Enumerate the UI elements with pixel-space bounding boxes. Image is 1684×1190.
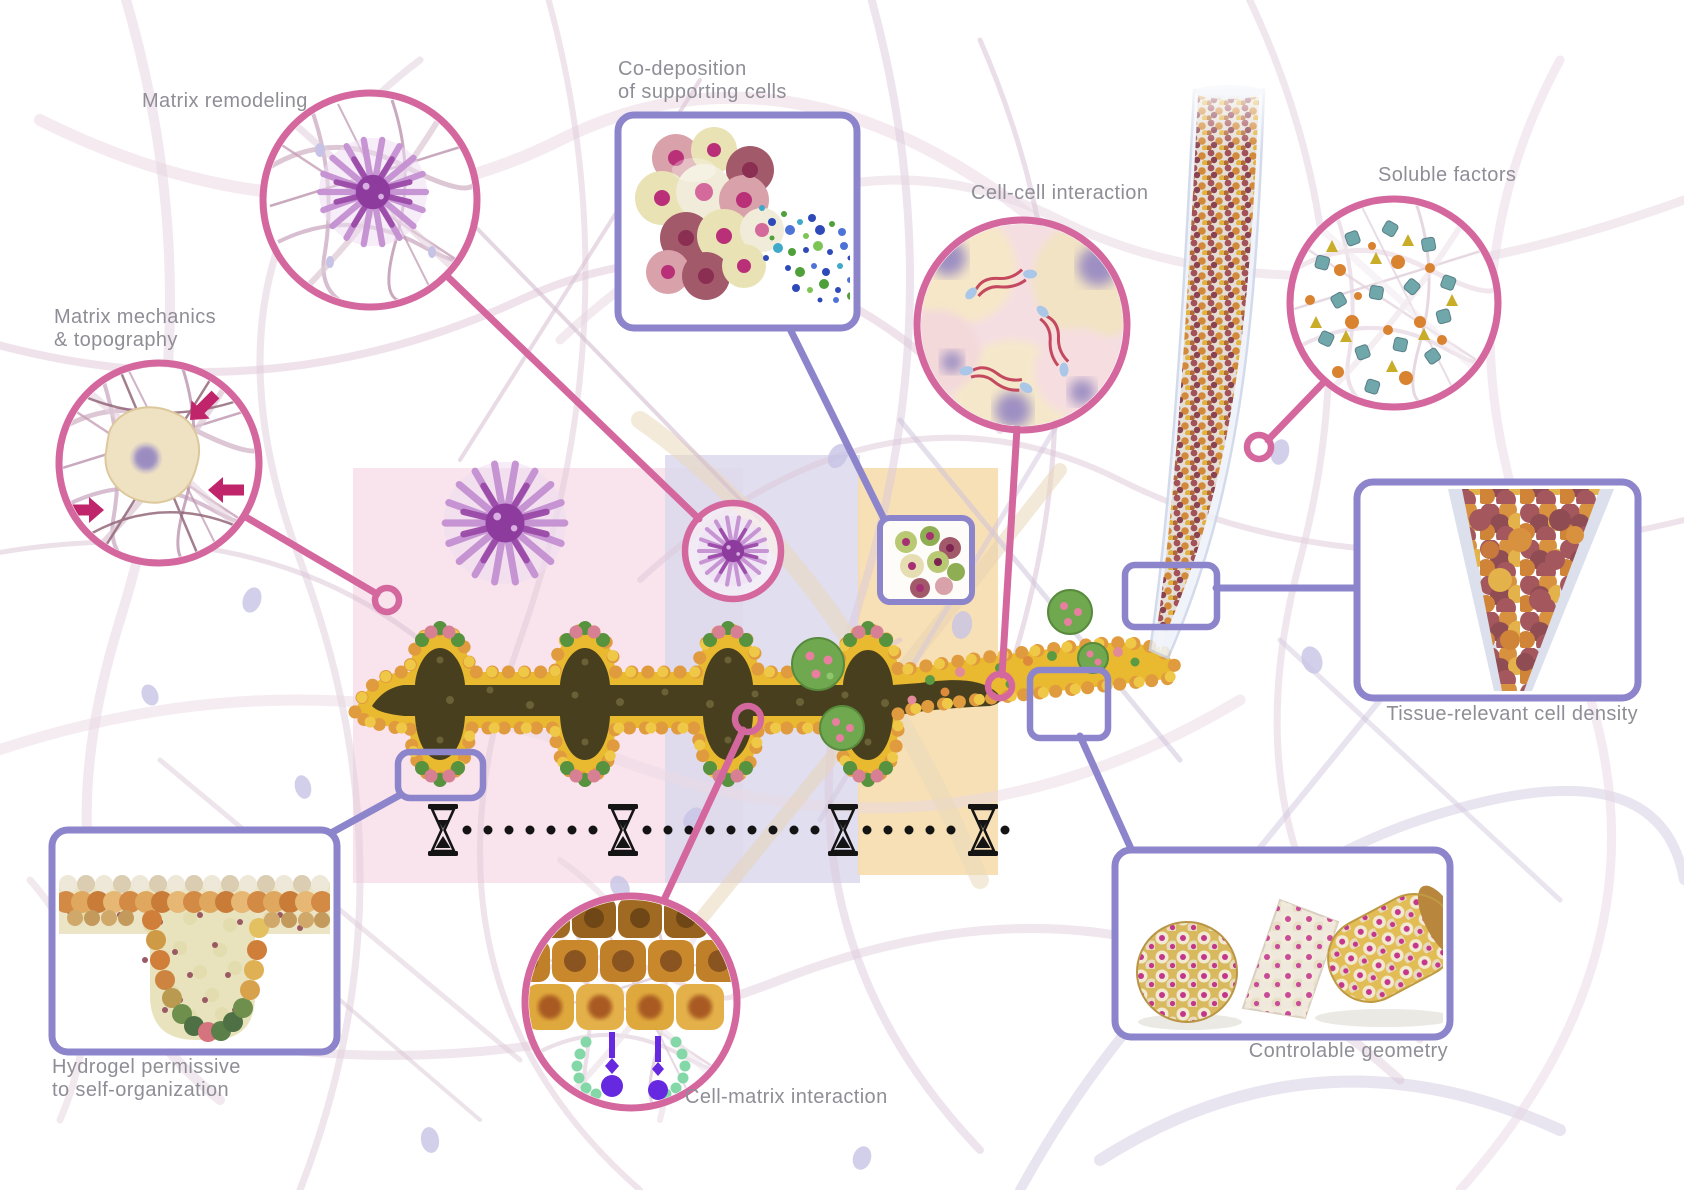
tissue-density-label: Tissue-relevant cell density [1386, 703, 1638, 725]
cell-cylinder [1327, 885, 1443, 1003]
hydrogel-panel [48, 826, 341, 1056]
leader-anchor-rings [371, 431, 1275, 736]
matrix-mechanics-label: Matrix mechanics & topography [54, 306, 216, 352]
cell-matrix-anchor-ring [731, 702, 765, 736]
controlable-geometry-connector [1076, 732, 1136, 855]
crypt-wall-cells [67, 910, 330, 1042]
controlable-geometry-panel [1111, 846, 1454, 1041]
cell-cell-anchor-ring [984, 670, 1016, 702]
cone-cells [1469, 509, 1584, 671]
stromal-spiky-cell-large [444, 462, 566, 584]
scene-highlight-boxes [394, 561, 1221, 802]
cell-cell-label: Cell-cell interaction [971, 182, 1149, 204]
controlable-geometry-label: Controlable geometry [1248, 1040, 1448, 1062]
secreted-factor-dots [759, 205, 850, 303]
cell-matrix-leader-line [660, 726, 747, 904]
co-deposition-anchor-box [877, 515, 975, 605]
cell-sphere [1136, 921, 1238, 1023]
soluble-factors-inset [1286, 195, 1502, 411]
hydrogel-label: Hydrogel permissive to self-organization [52, 1056, 241, 1102]
cell-cell-leader-line [998, 424, 1021, 679]
leader-lines-pink [240, 274, 1326, 904]
villus-strand-highlight-box [1026, 666, 1112, 742]
soluble-molecules [1305, 220, 1458, 395]
co-deposition-connector [787, 327, 888, 523]
adhesion-receptors [571, 1032, 691, 1100]
soluble-factors-label: Soluble factors [1378, 164, 1517, 186]
top-cell-row [59, 875, 330, 913]
cell-cell-inset [913, 216, 1131, 434]
co-deposition-label: Co-deposition of supporting cells [618, 58, 787, 104]
soluble-factors-anchor-ring [1243, 431, 1275, 463]
matrix-remodeling-leader-line [445, 274, 703, 523]
villus-speckles [907, 647, 1140, 705]
cell-cluster [635, 127, 784, 300]
soluble-factors-leader-line [1264, 380, 1326, 444]
timeline [426, 802, 1010, 858]
matrix-mechanics-anchor-ring [371, 584, 403, 616]
hydrogel-connector [327, 791, 404, 837]
matrix-remodeling-anchor-circle [681, 499, 785, 603]
matrix-remodeling-inset [259, 89, 481, 311]
cell-junctions [959, 268, 1070, 394]
cell-sheet [1241, 898, 1340, 1020]
connector-lines-purple [327, 327, 1362, 855]
co-deposition-panel [614, 111, 861, 332]
rosette-cell-clusters [791, 589, 1109, 751]
pipette-cone [1148, 85, 1266, 660]
timeline-dots [462, 825, 1010, 835]
cell-matrix-label: Cell-matrix interaction [685, 1086, 888, 1108]
crypt-highlight-box [394, 748, 487, 802]
matrix-mechanics-inset [55, 359, 263, 567]
organoid-lumen [372, 648, 1001, 760]
matrix-mechanics-leader-line [240, 512, 381, 598]
pipette-tip-highlight-box [1121, 561, 1221, 631]
matrix-remodeling-label: Matrix remodeling [142, 90, 308, 112]
cell-matrix-inset [521, 892, 741, 1112]
tissue-density-panel [1353, 478, 1642, 702]
